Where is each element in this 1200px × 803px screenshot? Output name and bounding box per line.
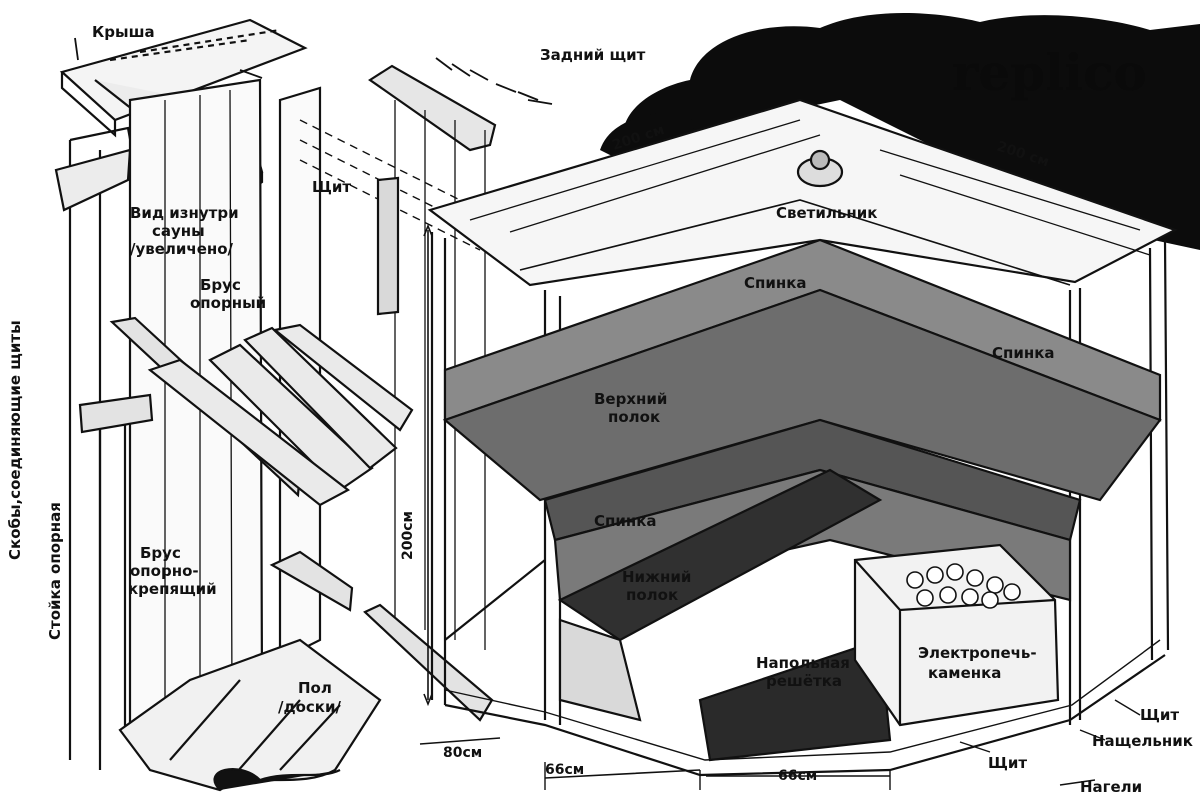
label-support-beam-1: Брус [200, 276, 241, 294]
label-trim-strip: Нащельник [1092, 732, 1193, 750]
label-fastening-beam-2: опорно- [130, 562, 199, 580]
label-panel-front: Щит [988, 754, 1027, 772]
label-back-panel: Задний щит [540, 46, 646, 64]
label-floor-grate-1: Напольная [756, 654, 850, 672]
label-backrest-top-left: Спинка [744, 274, 807, 292]
label-stove-1: Электропечь- [918, 644, 1037, 662]
label-roof: Крыша [92, 23, 155, 41]
label-pegs: Нагели [1080, 778, 1142, 796]
label-upper-shelf-1: Верхний [594, 390, 667, 408]
label-floor-grate-2: решётка [766, 672, 842, 690]
label-floor-1: Пол [298, 679, 332, 697]
label-backrest-top-right: Спинка [992, 344, 1055, 362]
sauna-assembled [427, 98, 1178, 790]
label-lower-shelf-2: полок [626, 586, 678, 604]
label-lower-shelf-1: Нижний [622, 568, 691, 586]
label-floor-2: /доски/ [278, 698, 341, 716]
label-brackets: Скобы,соединяющие щиты [6, 320, 24, 560]
label-inside-view-2: сауны [152, 222, 205, 240]
dim-depth-80: 80см [443, 745, 482, 761]
label-fastening-beam-3: крепящий [128, 580, 217, 598]
label-stove-2: каменка [928, 664, 1001, 682]
label-upper-shelf-2: полок [608, 408, 660, 426]
label-support-post: Стойка опорная [46, 502, 64, 640]
label-panel-front-right: Щит [1140, 706, 1179, 724]
watermark-text: replico [952, 43, 1147, 102]
label-lamp: Светильник [776, 204, 877, 222]
label-support-beam-2: опорный [190, 294, 266, 312]
dim-depth-66-right: 66см [778, 768, 817, 784]
exploded-view [54, 18, 553, 792]
stove-stones [906, 563, 1021, 609]
label-backrest-lower: Спинка [594, 512, 657, 530]
label-inside-view-3: /увеличено/ [130, 240, 234, 258]
label-panel: Щит [312, 178, 351, 196]
label-fastening-beam-1: Брус [140, 544, 181, 562]
dim-depth-66-left: 66см [545, 762, 584, 778]
dim-height: 200см [400, 511, 416, 560]
label-inside-view-1: Вид изнутри [130, 204, 239, 222]
